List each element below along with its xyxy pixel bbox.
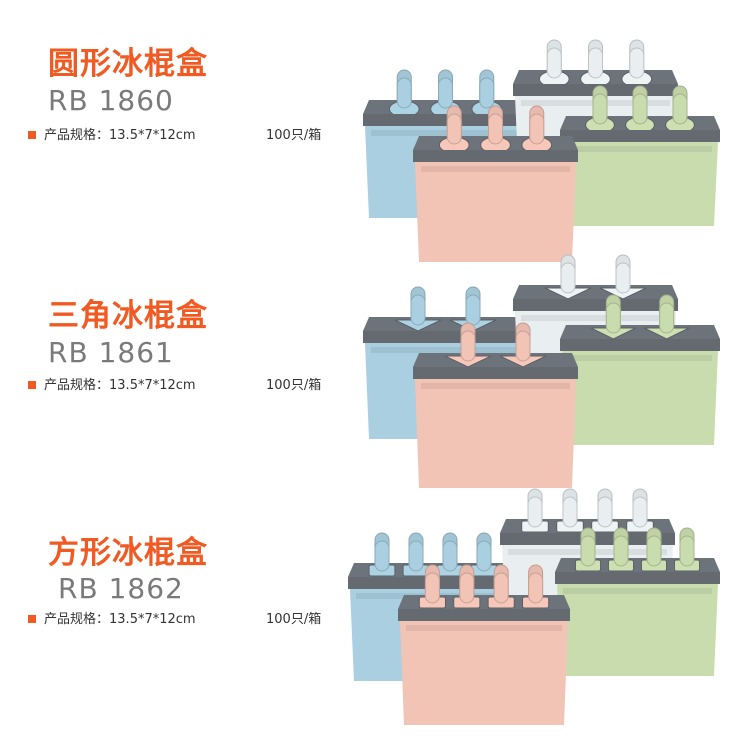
stick-handle xyxy=(580,535,596,567)
stick-handle xyxy=(629,47,645,79)
stick-handle xyxy=(597,496,613,528)
lid-band xyxy=(363,331,528,343)
product-section-round: 圆形冰棍盒 RB 1860 产品规格：13.5*7*12cm 100只/箱 xyxy=(0,0,750,262)
stick-handle xyxy=(488,113,503,145)
stick-handle xyxy=(562,496,578,528)
stick-handle xyxy=(408,540,424,572)
stick-handle xyxy=(460,330,476,362)
container-body xyxy=(562,142,718,226)
container-rim xyxy=(421,383,570,389)
spec-label: 产品规格： xyxy=(44,612,110,627)
stick-handle xyxy=(493,572,509,604)
container-body xyxy=(557,584,718,676)
spec-quantity: 100只/箱 xyxy=(266,128,322,143)
mold-boxes-square xyxy=(348,488,720,725)
container-body xyxy=(400,621,568,725)
stick-handle xyxy=(396,77,412,109)
lid-band xyxy=(560,130,720,142)
stick-handle xyxy=(613,535,629,567)
stick-handle xyxy=(646,535,662,567)
product-model: RB 1862 xyxy=(58,572,184,605)
product-section-triangle: 三角冰棍盒 RB 1861 产品规格：13.5*7*12cm 100只/箱 xyxy=(28,254,720,488)
stick-handle xyxy=(424,572,440,604)
stick-handle xyxy=(527,496,543,528)
container-rim xyxy=(371,130,520,136)
product-title: 圆形冰棍盒 xyxy=(48,46,208,82)
lid-band xyxy=(363,114,528,126)
bullet-icon xyxy=(28,130,36,139)
stick-handle xyxy=(679,535,695,567)
spec-label: 产品规格： xyxy=(44,378,110,393)
product-model: RB 1860 xyxy=(48,84,174,117)
stick-handle xyxy=(459,572,475,604)
stick-handle xyxy=(632,93,648,125)
spec-size: 13.5*7*12cm xyxy=(109,128,196,143)
lid-band xyxy=(413,150,578,162)
container-rim xyxy=(371,347,520,353)
product-title: 方形冰棍盒 xyxy=(48,535,208,571)
lid-band xyxy=(413,367,578,379)
stick-handle xyxy=(442,540,458,572)
mold-box xyxy=(413,322,578,488)
stick-handle xyxy=(479,77,495,109)
container-rim xyxy=(521,315,670,321)
stick-handle xyxy=(546,47,562,79)
lid-band xyxy=(555,572,720,584)
container-rim xyxy=(568,355,712,361)
spec-quantity: 100只/箱 xyxy=(266,612,322,627)
mold-boxes-round xyxy=(363,39,720,262)
spec-size: 13.5*7*12cm xyxy=(109,612,196,627)
product-image-triangle xyxy=(363,254,720,488)
mold-box xyxy=(560,85,720,226)
product-model: RB 1861 xyxy=(48,336,174,369)
container-body xyxy=(562,351,718,445)
mold-box xyxy=(413,105,578,262)
product-title: 三角冰棍盒 xyxy=(48,298,208,334)
stick-handle xyxy=(592,93,608,125)
stick-handle xyxy=(528,572,544,604)
lid-band xyxy=(560,339,720,351)
stick-handle xyxy=(438,77,453,109)
container-rim xyxy=(563,588,712,594)
stick-handle xyxy=(615,262,631,294)
mold-box xyxy=(560,294,720,445)
container-body xyxy=(415,162,576,262)
stick-handle xyxy=(588,47,603,79)
stick-handle xyxy=(605,302,621,334)
stick-handle xyxy=(560,262,576,294)
spec-label: 产品规格： xyxy=(44,128,110,143)
spec-size: 13.5*7*12cm xyxy=(109,378,196,393)
lid-band xyxy=(398,609,570,621)
stick-handle xyxy=(476,540,492,572)
bullet-icon xyxy=(28,380,36,389)
product-image-round xyxy=(363,39,720,262)
product-image-square xyxy=(348,488,720,725)
stick-handle xyxy=(410,294,426,326)
spec-quantity: 100只/箱 xyxy=(266,378,322,393)
product-spec: 产品规格：13.5*7*12cm 100只/箱 xyxy=(28,608,321,627)
stick-handle xyxy=(374,540,390,572)
product-spec: 产品规格：13.5*7*12cm 100只/箱 xyxy=(28,374,321,393)
stick-handle xyxy=(632,496,648,528)
container-rim xyxy=(406,625,562,631)
product-spec: 产品规格：13.5*7*12cm 100只/箱 xyxy=(28,124,321,143)
mold-boxes-triangle xyxy=(363,254,720,488)
stick-handle xyxy=(446,113,462,145)
bullet-icon xyxy=(28,614,36,623)
stick-handle xyxy=(659,302,675,334)
mold-box xyxy=(555,527,720,676)
stick-handle xyxy=(672,93,688,125)
stick-handle xyxy=(529,113,545,145)
container-rim xyxy=(568,146,712,152)
lid-band xyxy=(513,299,678,311)
container-rim xyxy=(421,166,570,172)
mold-box xyxy=(398,564,570,725)
container-body xyxy=(415,379,576,488)
stick-handle xyxy=(515,330,531,362)
